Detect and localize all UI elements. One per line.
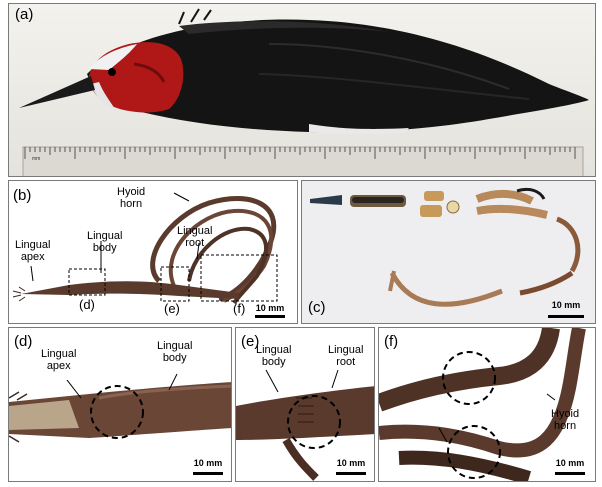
hyoid-horn-label: Hyoid horn bbox=[551, 408, 580, 432]
hyoid-horn-label: Hyoid horn bbox=[117, 186, 146, 210]
lingual-apex-body-closeup bbox=[9, 328, 231, 481]
scale-bar bbox=[336, 472, 366, 475]
scale-bar bbox=[255, 315, 285, 318]
lingual-root-hyoid-closeup bbox=[379, 328, 595, 481]
scale-bar bbox=[555, 472, 585, 475]
scale-bar-label: 10 mm bbox=[193, 458, 223, 468]
panel-e: (e) Lingual body Lingual root 10 mm bbox=[235, 327, 375, 482]
bird-body bbox=[87, 8, 589, 134]
panel-e-label: (e) bbox=[241, 333, 260, 350]
lingual-body-label: Lingual body bbox=[256, 344, 292, 368]
scale-bar bbox=[193, 472, 223, 475]
scale-bar-label: 10 mm bbox=[555, 458, 585, 468]
scale-bar-label: 10 mm bbox=[255, 303, 285, 313]
tongue-hyoid-photo bbox=[9, 181, 297, 323]
inset-box-f bbox=[200, 254, 278, 302]
panel-b: (b) Hyoid horn Lingual apex Lingual body… bbox=[8, 180, 298, 324]
lingual-root-label: Lingual root bbox=[415, 404, 451, 428]
bird-beak bbox=[19, 76, 95, 108]
inset-f-label: (f) bbox=[233, 301, 246, 316]
panel-d: (d) Lingual apex Lingual body 10 mm bbox=[8, 327, 232, 482]
panel-a-label: (a) bbox=[15, 6, 34, 23]
panel-a: mm (a) bbox=[8, 3, 596, 177]
inset-d-label: (d) bbox=[79, 297, 95, 312]
highlight-circle bbox=[442, 351, 496, 405]
panel-c-label: (c) bbox=[308, 299, 326, 316]
scale-bar bbox=[548, 315, 584, 318]
lingual-body-label: Lingual body bbox=[157, 340, 193, 364]
ruler: mm bbox=[22, 146, 584, 176]
scale-bar-label: 10 mm bbox=[551, 300, 581, 310]
inset-box-d bbox=[68, 268, 106, 296]
scale-bar-label: 10 mm bbox=[336, 458, 366, 468]
lingual-apex-label: Lingual apex bbox=[41, 348, 77, 372]
inset-box-e bbox=[160, 266, 190, 302]
lingual-apex-label: Lingual apex bbox=[15, 239, 51, 263]
panel-f: (f) Lingual root Hyoid horn 10 mm bbox=[378, 327, 596, 482]
woodpecker-photo: mm bbox=[9, 4, 595, 176]
dissected-parts-photo bbox=[302, 181, 595, 323]
lingual-root-label: Lingual root bbox=[177, 225, 213, 249]
panel-b-label: (b) bbox=[13, 187, 32, 204]
lingual-root-label: Lingual root bbox=[328, 344, 364, 368]
bird-head bbox=[89, 42, 184, 113]
highlight-circle bbox=[90, 385, 144, 439]
panel-d-label: (d) bbox=[14, 333, 33, 350]
panel-f-label: (f) bbox=[384, 333, 399, 350]
highlight-circle bbox=[447, 425, 501, 479]
highlight-circle bbox=[287, 395, 341, 449]
inset-e-label: (e) bbox=[164, 301, 180, 316]
lingual-body-label: Lingual body bbox=[87, 230, 123, 254]
svg-text:mm: mm bbox=[32, 156, 40, 162]
panel-c: (c) 10 mm bbox=[301, 180, 596, 324]
lingual-body-root-closeup bbox=[236, 328, 374, 481]
